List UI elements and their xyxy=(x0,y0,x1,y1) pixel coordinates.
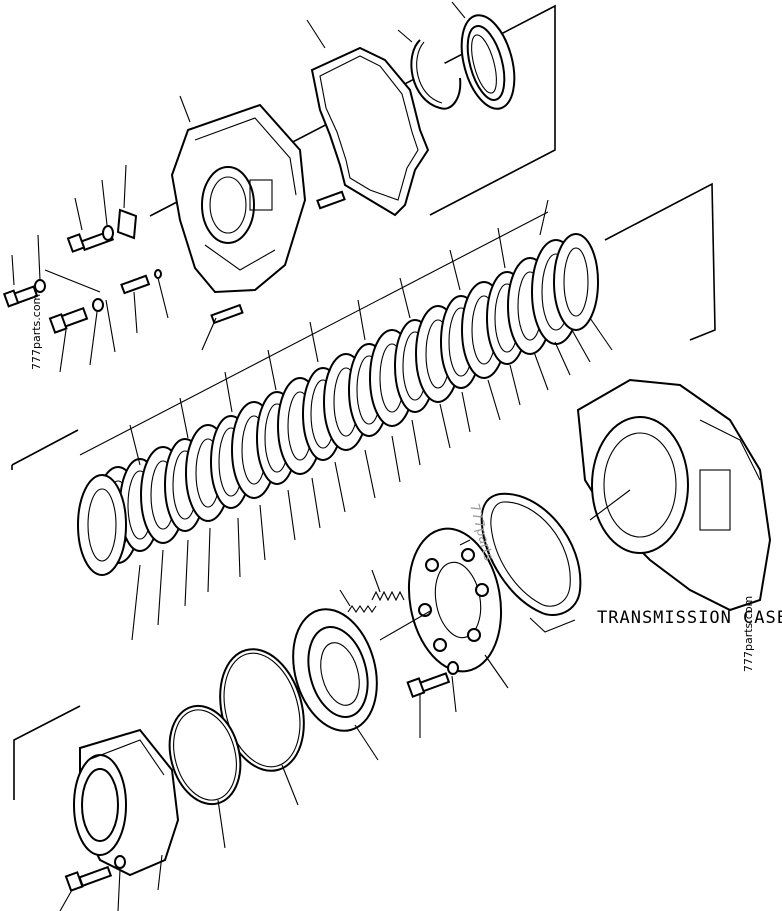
piston-housing-part xyxy=(407,527,509,689)
snap-ring-part xyxy=(397,29,462,110)
bottom-bolt-part xyxy=(59,854,163,911)
watermark-left: 777parts.com xyxy=(30,294,43,370)
gasket-part xyxy=(306,19,430,217)
clutch-leaders xyxy=(129,199,613,641)
hollow-dowel-part xyxy=(316,190,346,210)
watermark-right: 777parts.com xyxy=(742,596,755,672)
lower-bracket xyxy=(13,705,81,800)
clutch-discs xyxy=(77,233,599,576)
cover-housing-part xyxy=(170,95,307,294)
oil-seal-part xyxy=(451,1,516,110)
clutch-pack-bracket xyxy=(11,182,716,470)
o-ring-large-part xyxy=(219,648,305,806)
o-ring-small-part xyxy=(168,704,242,849)
piston-part xyxy=(292,608,379,761)
ring-gasket-part xyxy=(480,492,582,633)
transmission-case-part xyxy=(576,378,772,612)
lower-bolt-part xyxy=(406,661,459,738)
lower-drum-part xyxy=(73,728,180,877)
transmission-case-label: TRANSMISSION CASE xyxy=(597,608,782,628)
springs-part xyxy=(339,569,433,641)
upper-fastener-cluster xyxy=(2,164,244,373)
